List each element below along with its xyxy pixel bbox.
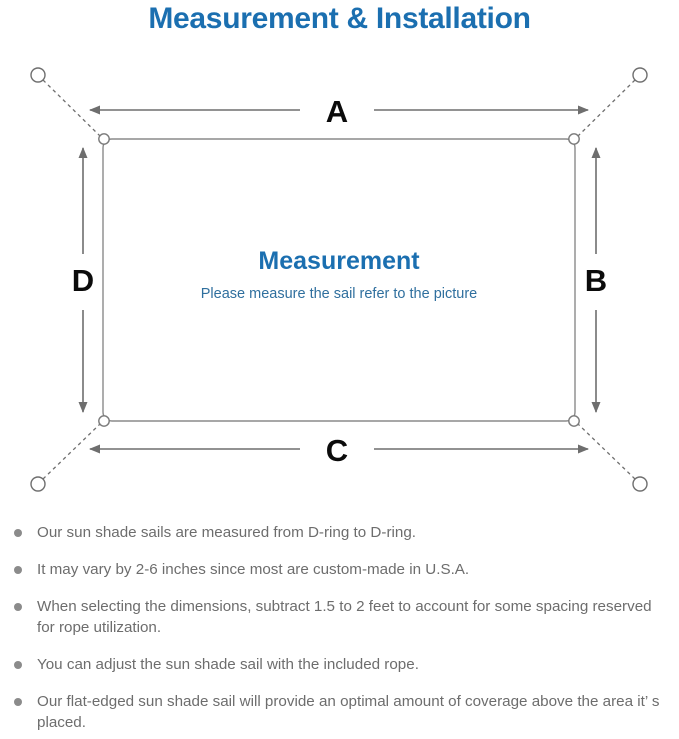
list-item: Our sun shade sails are measured from D-… xyxy=(10,522,665,543)
note-text: You can adjust the sun shade sail with t… xyxy=(37,656,419,673)
dimension-c: C xyxy=(89,433,589,468)
d-ring-top-left xyxy=(98,133,110,145)
anchor-post-bottom-right xyxy=(632,476,648,492)
d-ring-bottom-right xyxy=(568,415,580,427)
dimension-b-label: B xyxy=(585,263,607,298)
rope-lines xyxy=(42,79,636,480)
bullet-icon xyxy=(14,529,22,537)
list-item: When selecting the dimensions, subtract … xyxy=(10,596,665,638)
rope-line-top-left xyxy=(42,79,101,137)
anchor-post-top-left xyxy=(30,67,46,83)
sail-rectangle xyxy=(102,138,576,422)
note-text: When selecting the dimensions, subtract … xyxy=(37,598,652,636)
rope-line-top-right xyxy=(577,79,636,137)
anchor-post-top-right xyxy=(632,67,648,83)
dimension-d-label: D xyxy=(72,263,94,298)
notes-list: Our sun shade sails are measured from D-… xyxy=(0,522,679,733)
list-item: Our flat-edged sun shade sail will provi… xyxy=(10,691,665,733)
dimension-d: D xyxy=(72,147,94,413)
bullet-icon xyxy=(14,698,22,706)
note-text: Our flat-edged sun shade sail will provi… xyxy=(37,693,660,731)
d-ring-top-right xyxy=(568,133,580,145)
note-text: It may vary by 2-6 inches since most are… xyxy=(37,561,470,578)
note-text: Our sun shade sails are measured from D-… xyxy=(37,524,416,541)
list-item: You can adjust the sun shade sail with t… xyxy=(10,654,665,675)
page-title: Measurement & Installation xyxy=(148,2,531,35)
list-item: It may vary by 2-6 inches since most are… xyxy=(10,559,665,580)
bullet-icon xyxy=(14,661,22,669)
dimension-b: B xyxy=(585,147,607,413)
rope-line-bottom-left xyxy=(42,423,101,480)
dimension-c-label: C xyxy=(326,433,348,468)
bullet-icon xyxy=(14,566,22,574)
diagram-center-subheading: Please measure the sail refer to the pic… xyxy=(201,286,477,302)
anchor-post-bottom-left xyxy=(30,476,46,492)
measurement-diagram: A C D B Measurement Please measure the s… xyxy=(0,50,679,515)
d-rings xyxy=(98,133,580,427)
diagram-center-heading: Measurement xyxy=(258,247,420,275)
anchor-posts xyxy=(30,67,648,492)
dimension-a: A xyxy=(89,94,589,129)
d-ring-bottom-left xyxy=(98,415,110,427)
rope-line-bottom-right xyxy=(577,423,636,480)
dimension-a-label: A xyxy=(326,94,348,129)
diagram-svg: A C D B Measurement Please measure the s… xyxy=(30,67,648,492)
bullet-icon xyxy=(14,603,22,611)
